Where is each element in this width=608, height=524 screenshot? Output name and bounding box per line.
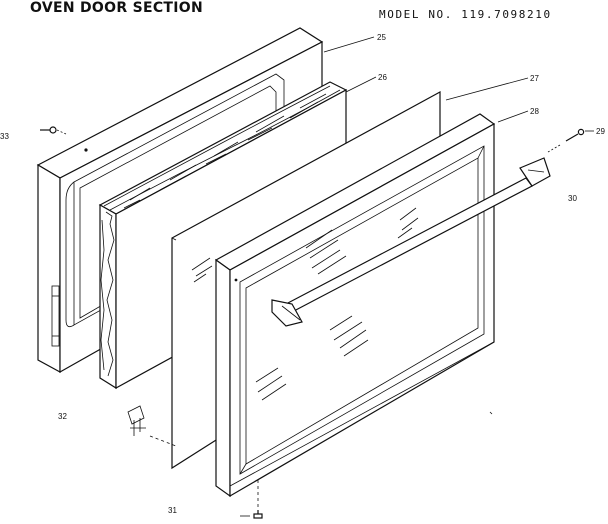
- label-part-25: 25: [377, 33, 386, 42]
- leader-lines: [323, 36, 594, 415]
- hinge-clip-part-32: [127, 405, 177, 447]
- label-part-30: 30: [568, 194, 577, 203]
- model-number: MODEL NO. 119.7098210: [379, 8, 552, 21]
- diagram-title: OVEN DOOR SECTION: [30, 0, 203, 16]
- outer-door-frame: [214, 113, 496, 498]
- screw-part-33: [40, 126, 67, 135]
- label-part-31: 31: [168, 506, 177, 515]
- screw-part-29: [547, 128, 585, 153]
- door-handle: [271, 157, 551, 327]
- label-part-28: 28: [530, 107, 539, 116]
- label-part-33: 33: [0, 132, 9, 141]
- screw-part-31: [240, 480, 263, 519]
- label-part-29: 29: [596, 127, 605, 136]
- label-part-32: 32: [58, 412, 67, 421]
- label-part-27: 27: [530, 74, 539, 83]
- label-part-26: 26: [378, 73, 387, 82]
